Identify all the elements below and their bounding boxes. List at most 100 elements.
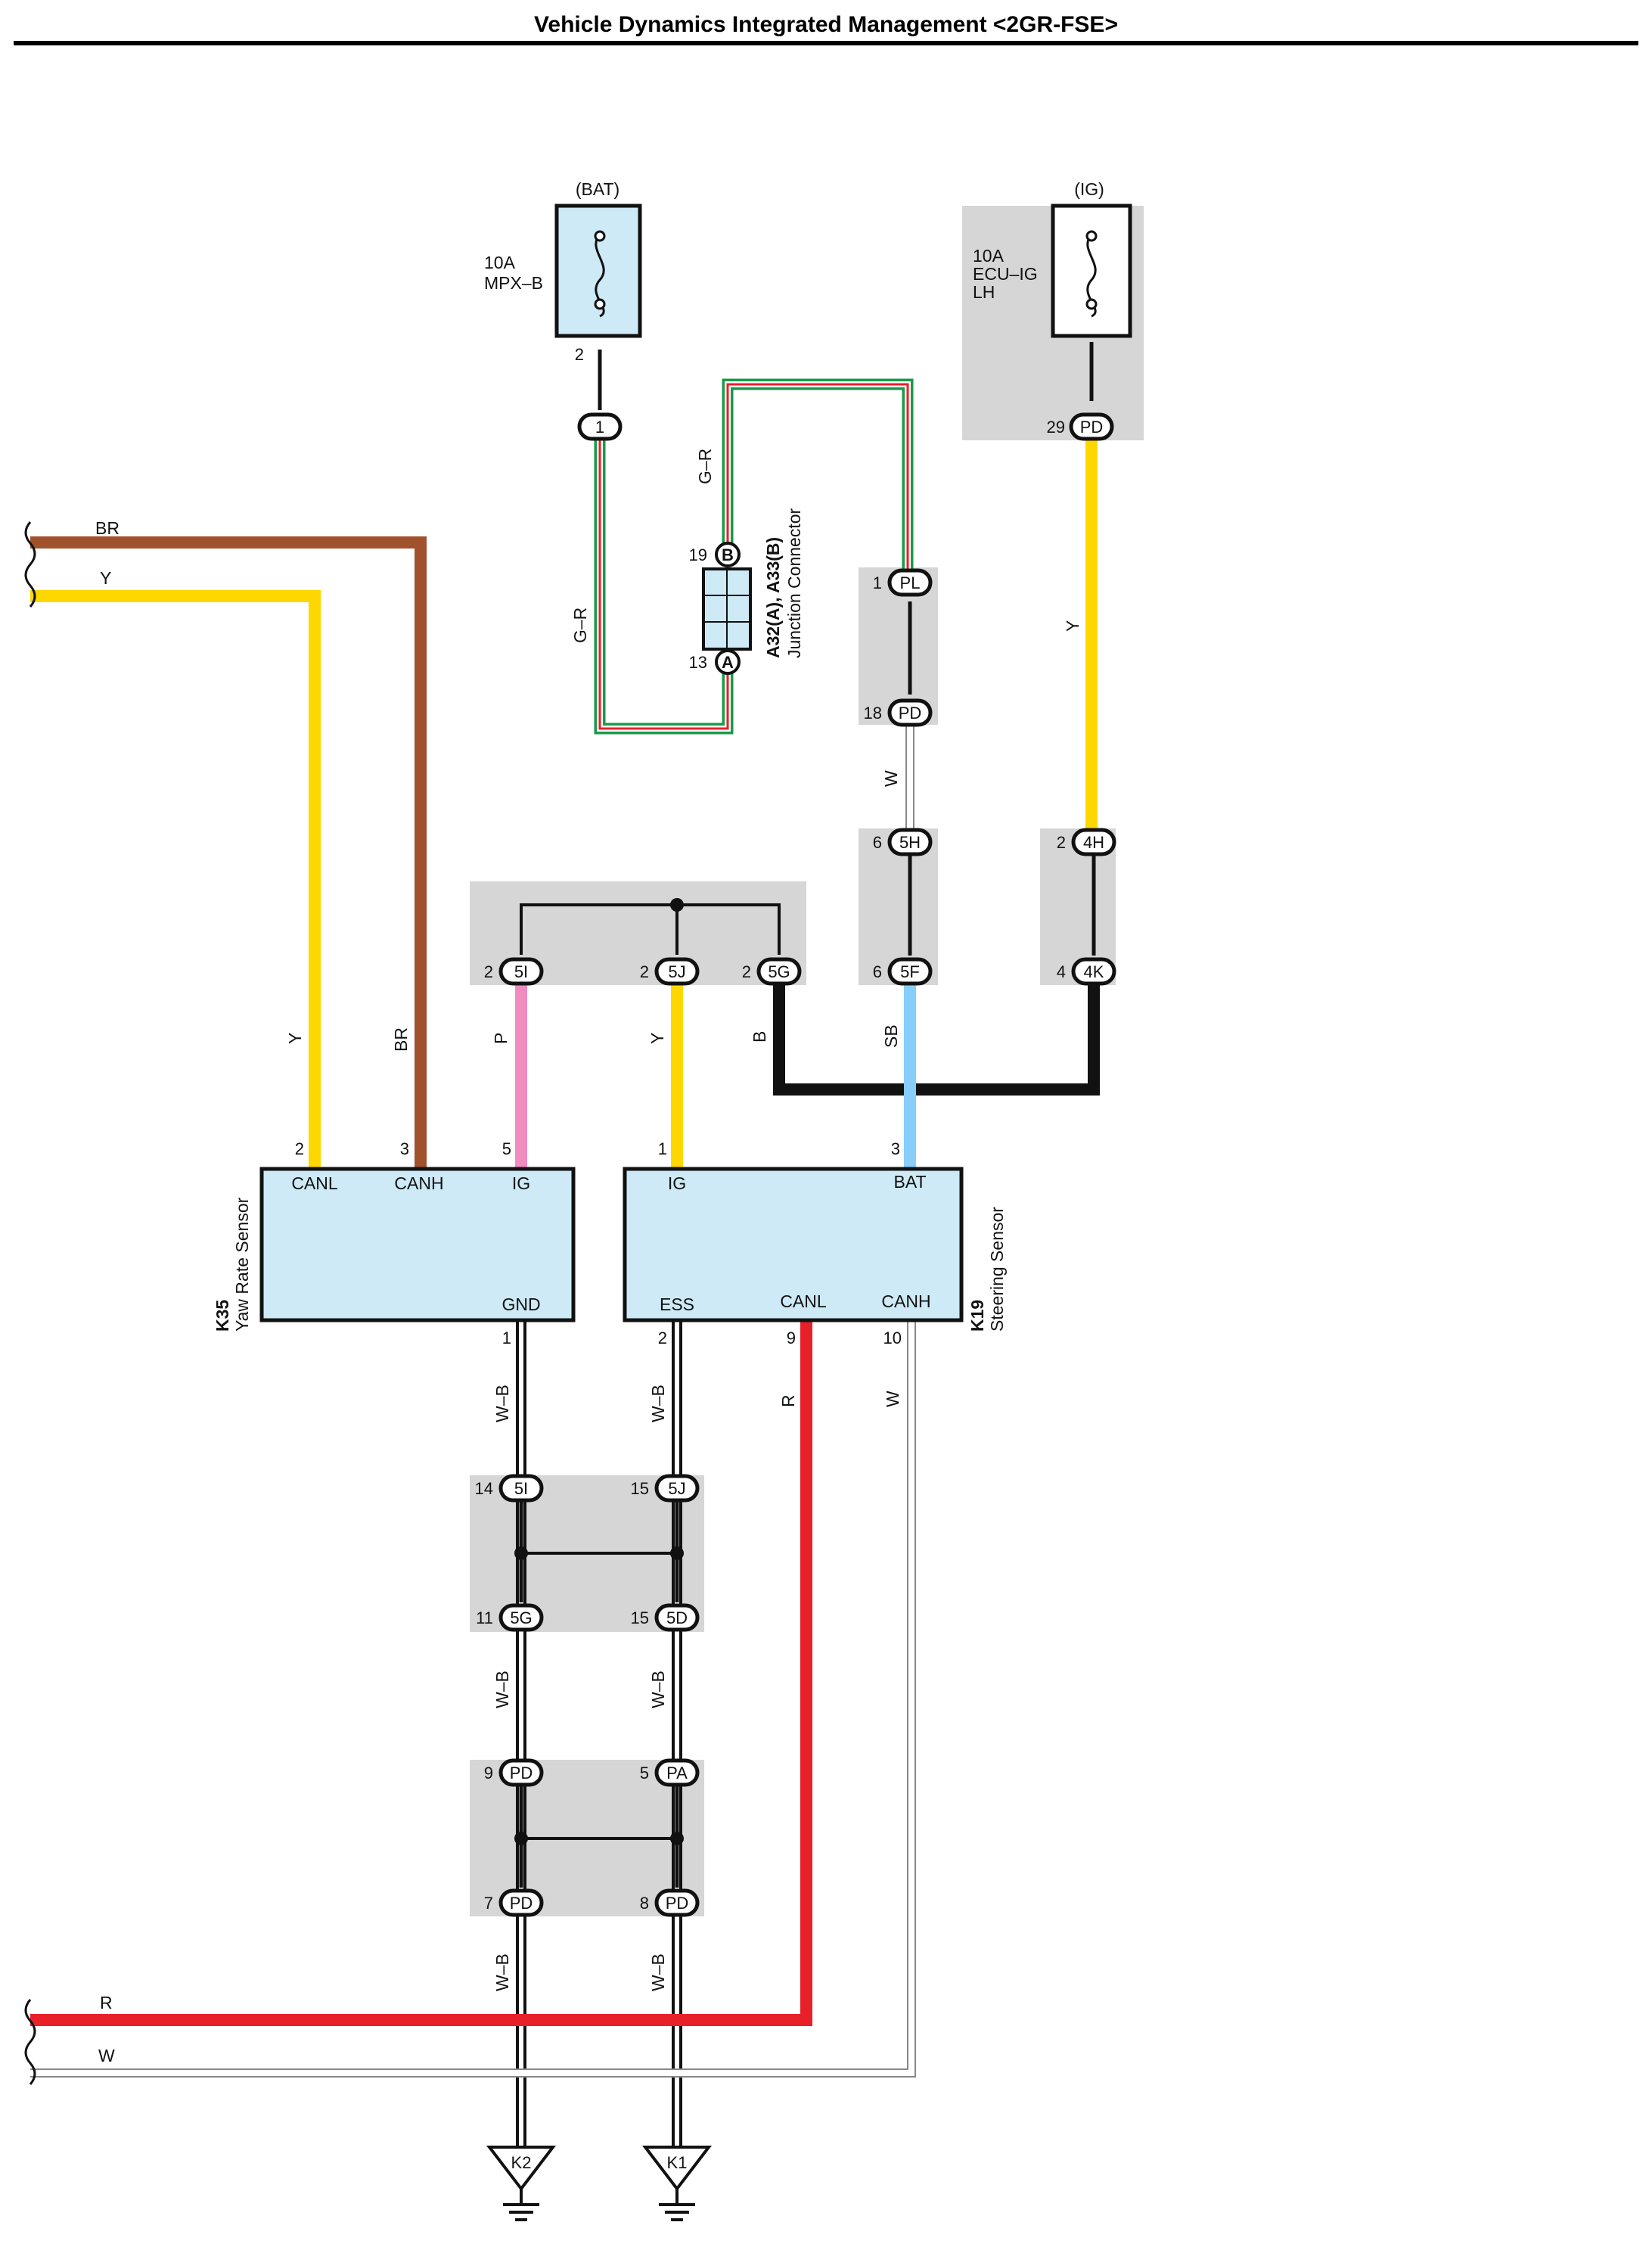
svg-text:4K: 4K	[1084, 962, 1104, 981]
svg-text:1: 1	[873, 573, 882, 592]
svg-text:Junction Connector: Junction Connector	[784, 508, 804, 658]
pill-5i-low: 5I 14	[475, 1474, 544, 1503]
svg-text:R: R	[778, 1394, 798, 1407]
pill-pd-ig: PD	[1069, 412, 1114, 441]
pill-5i-top: 5I 2	[484, 957, 544, 986]
pill-1: 1	[577, 412, 623, 441]
svg-text:B: B	[722, 545, 734, 564]
svg-text:5J: 5J	[668, 962, 685, 981]
svg-text:GND: GND	[502, 1294, 540, 1314]
svg-text:A32(A), A33(B): A32(A), A33(B)	[763, 537, 783, 658]
svg-text:K35: K35	[213, 1300, 232, 1332]
svg-text:W–B: W–B	[492, 1385, 512, 1422]
svg-text:CANH: CANH	[881, 1291, 930, 1311]
svg-text:5: 5	[640, 1764, 649, 1782]
svg-text:PL: PL	[900, 573, 921, 592]
svg-text:Y: Y	[100, 568, 111, 588]
pill-5j-top: 5J 2	[640, 957, 700, 986]
wire-labels: BR Y Y BR G–R G–R W Y P Y B SB W–B W–B R…	[95, 449, 1082, 2065]
svg-text:R: R	[100, 1993, 113, 2012]
svg-text:15: 15	[631, 1608, 649, 1627]
svg-text:2: 2	[1057, 833, 1066, 852]
wire-w-canh	[30, 1320, 916, 2078]
pill-5d-low: 5D 15	[631, 1603, 700, 1632]
svg-text:PD: PD	[666, 1894, 689, 1913]
fuse-bat: (BAT) 10A MPX–B 2	[484, 179, 642, 364]
svg-text:2: 2	[658, 1329, 667, 1347]
svg-text:W–B: W–B	[492, 1670, 512, 1708]
svg-text:19: 19	[689, 545, 707, 564]
svg-text:6: 6	[873, 833, 882, 852]
svg-text:BR: BR	[391, 1027, 411, 1052]
svg-text:W: W	[881, 770, 901, 787]
svg-text:15: 15	[631, 1479, 649, 1498]
svg-text:5I: 5I	[514, 962, 528, 981]
svg-text:B: B	[750, 1031, 769, 1043]
pill-5f: 5F 6	[873, 957, 933, 986]
svg-text:BAT: BAT	[893, 1172, 926, 1192]
svg-text:5D: 5D	[666, 1608, 688, 1627]
pill-pd-9: PD 9	[484, 1758, 544, 1787]
svg-text:MPX–B: MPX–B	[484, 273, 543, 293]
svg-text:PA: PA	[666, 1764, 688, 1782]
svg-text:2: 2	[484, 962, 493, 981]
svg-text:4H: 4H	[1083, 833, 1104, 852]
pill-5g-low: 5G 11	[476, 1603, 544, 1632]
wire-break-bottom	[24, 1999, 36, 2085]
svg-text:Yaw Rate Sensor: Yaw Rate Sensor	[232, 1197, 252, 1332]
svg-text:10: 10	[883, 1329, 902, 1347]
svg-text:ESS: ESS	[660, 1294, 694, 1314]
junction-connector: B A 19 13 A32(A), A33(B) Junction Connec…	[689, 508, 804, 675]
svg-text:6: 6	[873, 962, 882, 981]
pill-4k: 4K 4	[1057, 957, 1116, 986]
svg-text:K19: K19	[967, 1300, 987, 1332]
svg-text:9: 9	[484, 1764, 493, 1782]
svg-text:5J: 5J	[668, 1479, 685, 1498]
svg-text:2: 2	[640, 962, 649, 981]
svg-text:Y: Y	[1063, 620, 1082, 632]
svg-text:9: 9	[787, 1329, 796, 1347]
svg-text:Steering Sensor: Steering Sensor	[987, 1207, 1007, 1332]
svg-text:5F: 5F	[900, 962, 920, 981]
svg-text:LH: LH	[973, 282, 995, 302]
svg-text:P: P	[491, 1033, 511, 1044]
pill-pd-7: PD 7	[484, 1888, 544, 1917]
steering-sensor: IG BAT ESS CANL CANH 1 3 2 9 10 K19 Stee…	[623, 1139, 1007, 1347]
svg-text:W: W	[98, 2046, 115, 2065]
pill-5g-top: 5G 2	[742, 957, 802, 986]
svg-text:PD: PD	[510, 1894, 533, 1913]
link-arrows	[519, 342, 1096, 1888]
svg-text:7: 7	[484, 1894, 493, 1913]
svg-text:G–R: G–R	[695, 449, 715, 484]
page-title: Vehicle Dynamics Integrated Management <…	[534, 12, 1118, 37]
svg-text:2: 2	[742, 962, 751, 981]
pill-pa-5: PA 5	[640, 1758, 700, 1787]
pill-pl: PL 1	[873, 568, 933, 597]
wire-r	[30, 1320, 812, 2026]
svg-text:(IG): (IG)	[1074, 179, 1104, 199]
pill-pd-18: PD 18	[864, 698, 933, 727]
svg-text:2: 2	[295, 1139, 304, 1158]
svg-text:CANH: CANH	[394, 1173, 443, 1193]
svg-text:5: 5	[502, 1139, 511, 1158]
svg-text:A: A	[722, 653, 734, 672]
svg-text:10A: 10A	[484, 253, 516, 272]
svg-text:18: 18	[864, 704, 882, 723]
svg-text:ECU–IG: ECU–IG	[973, 264, 1038, 284]
pill-5h: 5H 6	[873, 828, 933, 856]
svg-text:3: 3	[400, 1139, 409, 1158]
svg-text:IG: IG	[512, 1173, 530, 1193]
svg-text:W–B: W–B	[648, 1670, 668, 1708]
svg-text:Y: Y	[647, 1033, 667, 1044]
svg-text:PD: PD	[1080, 418, 1104, 437]
svg-text:IG: IG	[668, 1173, 686, 1193]
svg-text:W–B: W–B	[492, 1953, 512, 1991]
svg-text:Y: Y	[285, 1033, 305, 1044]
ground-k2: K2	[486, 2146, 557, 2221]
svg-text:4: 4	[1057, 962, 1066, 981]
svg-text:K1: K1	[667, 2153, 688, 2172]
pill-5j-low: 5J 15	[631, 1474, 700, 1503]
wire-b	[773, 985, 1100, 1096]
svg-text:K2: K2	[511, 2153, 532, 2172]
svg-text:5G: 5G	[768, 962, 790, 981]
